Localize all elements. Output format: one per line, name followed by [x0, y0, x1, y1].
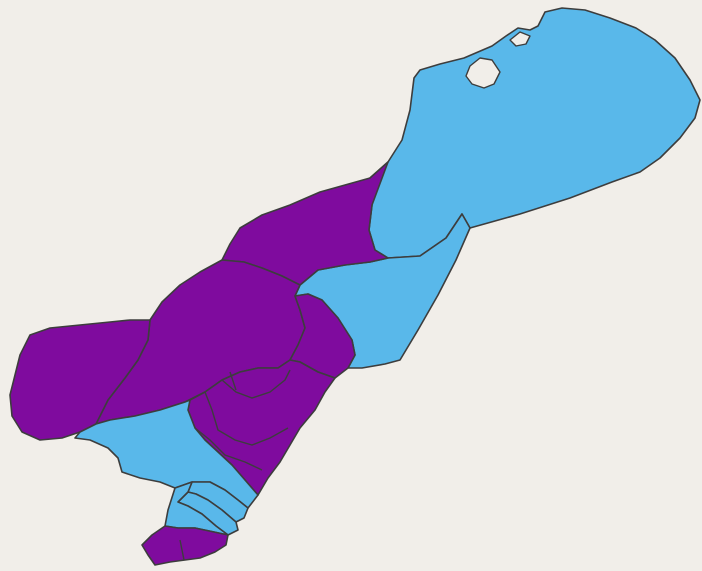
region-boundary-line — [229, 371, 237, 391]
lake-north — [465, 57, 501, 89]
region-west-tip[interactable] — [9, 319, 151, 441]
region-boundary-line — [221, 369, 291, 399]
region-boundary-line — [194, 427, 263, 471]
coast-notch — [509, 31, 531, 47]
region-boundary-line — [204, 391, 289, 446]
region-boundary-line — [179, 539, 185, 561]
region-south-tip[interactable] — [141, 525, 229, 566]
